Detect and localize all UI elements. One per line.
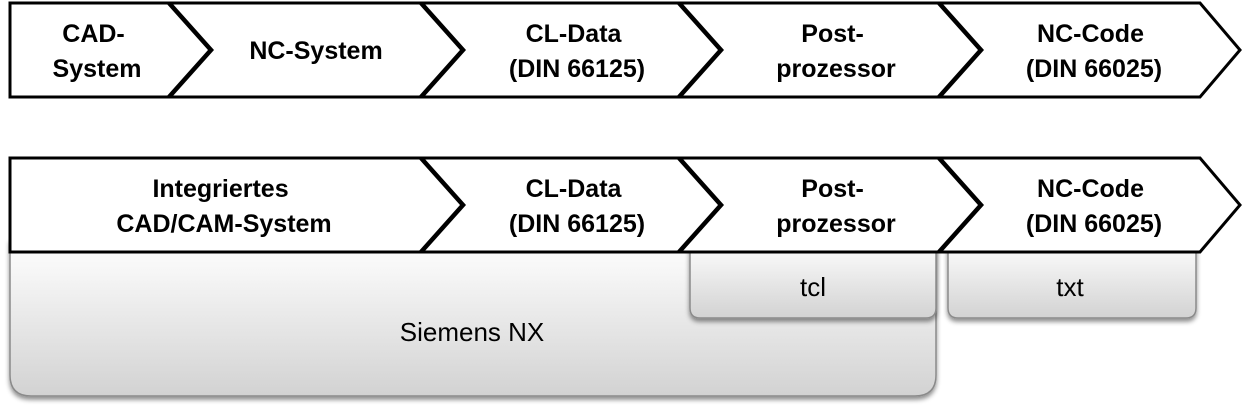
txt-box: txt: [947, 239, 1197, 319]
chevron-postprozessor-2-line1: Post-: [801, 175, 864, 203]
chevron-nc-code-2-line2: (DIN 66025): [1026, 210, 1162, 238]
chevron-cl-data-line1: CL-Data: [526, 20, 623, 48]
tcl-box: tcl: [689, 239, 937, 319]
chevron-integriertes-cad-cam: Integriertes CAD/CAM-System: [8, 156, 465, 254]
svg-text:NC-Code (DIN 66025): NC-Code (DIN 66025): [1026, 20, 1162, 83]
chevron-cad-system-line1: CAD-: [62, 20, 125, 48]
chevron-cl-data-2-line2: (DIN 66125): [509, 210, 645, 238]
chevron-nc-code-line1: NC-Code: [1037, 20, 1144, 48]
chevron-integriertes-line1: Integriertes: [152, 175, 288, 203]
chevron-cl-data-2-line1: CL-Data: [526, 175, 623, 203]
txt-label: txt: [1056, 272, 1084, 302]
bottom-process-row: Integriertes CAD/CAM-System CL-Data (DIN…: [8, 156, 1242, 254]
chevron-cl-data: CL-Data (DIN 66125): [418, 1, 723, 99]
svg-text:NC-Code (DIN 66025): NC-Code (DIN 66025): [1026, 175, 1162, 238]
svg-text:Post- prozessor: Post- prozessor: [776, 20, 896, 83]
chevron-cl-data-line2: (DIN 66125): [509, 55, 645, 83]
svg-text:Integriertes CAD/CAM-S: Integriertes CAD/CAM-System: [116, 175, 331, 238]
chevron-nc-code: NC-Code (DIN 66025): [936, 1, 1242, 99]
chevron-cad-system-line2: System: [53, 55, 142, 83]
chevron-cad-system: CAD- System: [8, 1, 213, 99]
svg-text:CL-Data (DIN 66125): CL-Data (DIN 66125): [509, 175, 645, 238]
chevron-nc-code-2: NC-Code (DIN 66025): [936, 156, 1242, 254]
top-process-row: CAD- System NC-System CL-Data (DIN 66125…: [8, 1, 1242, 99]
svg-text:Post- prozessor: Post- prozessor: [776, 175, 896, 238]
siemens-nx-label: Siemens NX: [400, 317, 545, 347]
chevron-nc-code-2-line1: NC-Code: [1037, 175, 1144, 203]
chevron-postprozessor-2-line2: prozessor: [776, 210, 896, 238]
tcl-label: tcl: [800, 272, 826, 302]
chevron-nc-system-label: NC-System: [249, 37, 382, 65]
chevron-postprozessor-line1: Post-: [801, 20, 864, 48]
svg-text:CL-Data (DIN 66125): CL-Data (DIN 66125): [509, 20, 645, 83]
chevron-integriertes-line2: CAD/CAM-System: [116, 210, 331, 238]
svg-text:CAD- System: CAD- System: [53, 20, 142, 83]
chevron-postprozessor: Post- prozessor: [676, 1, 983, 99]
chevron-cl-data-2: CL-Data (DIN 66125): [418, 156, 723, 254]
chevron-nc-code-line2: (DIN 66025): [1026, 55, 1162, 83]
chevron-postprozessor-line2: prozessor: [776, 55, 896, 83]
chevron-postprozessor-2: Post- prozessor: [676, 156, 983, 254]
chevron-nc-system: NC-System: [166, 1, 465, 99]
